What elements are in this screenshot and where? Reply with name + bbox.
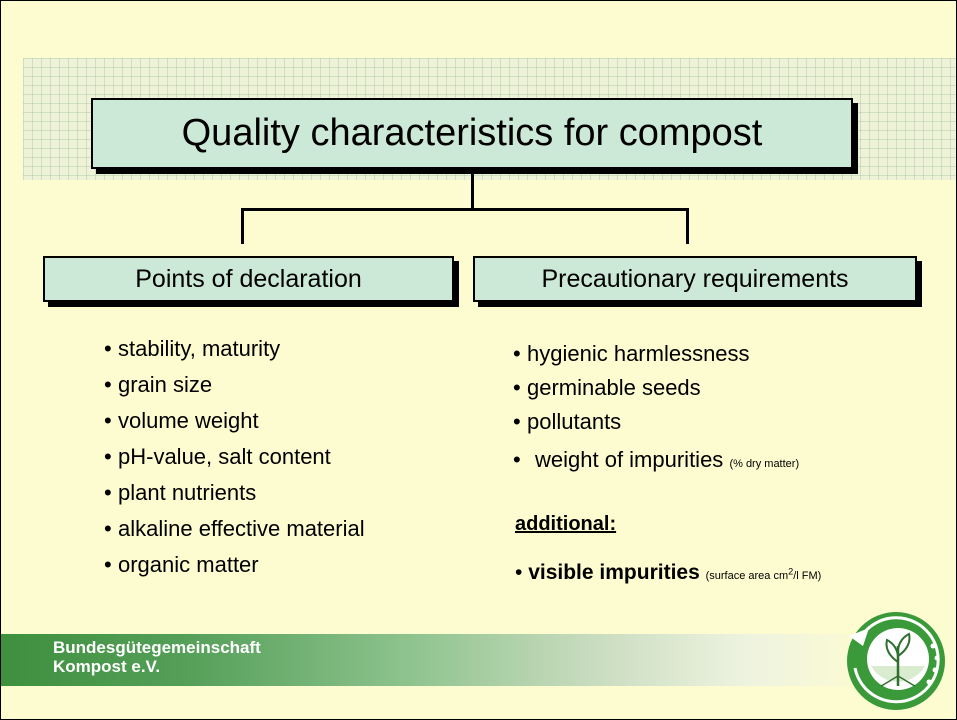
organization-line-2: Kompost e.V.: [53, 657, 161, 676]
bullet: •: [104, 372, 112, 397]
additional-heading: additional:: [515, 513, 617, 535]
precautionary-list: •hygienic harmlessness •germinable seeds…: [513, 340, 799, 480]
item-text: pollutants: [527, 409, 622, 434]
visible-impurities-note: (surface area cm2/l FM): [705, 566, 822, 582]
visible-impurities-text: visible impurities: [528, 561, 700, 584]
declaration-list: •stability, maturity •grain size •volume…: [104, 335, 365, 587]
bullet: •: [513, 341, 521, 366]
bullet: •: [104, 336, 112, 361]
item-text: volume weight: [118, 408, 259, 433]
item-text: germinable seeds: [527, 375, 701, 400]
note-suffix: /l FM): [793, 570, 822, 582]
list-item: •grain size: [104, 371, 365, 407]
list-item: •pH-value, salt content: [104, 443, 365, 479]
bullet: •: [513, 447, 521, 472]
list-item: •organic matter: [104, 551, 365, 587]
list-item: •plant nutrients: [104, 479, 365, 515]
connector-horizontal: [241, 208, 689, 211]
connector-right-drop: [686, 208, 689, 244]
list-item: • weight of impurities (% dry matter): [513, 446, 799, 480]
bullet: •: [515, 561, 523, 584]
list-item: •pollutants: [513, 408, 799, 442]
points-of-declaration-box: Points of declaration: [43, 256, 454, 302]
bullet: •: [104, 444, 112, 469]
bullet: •: [513, 409, 521, 434]
title-text: Quality characteristics for compost: [181, 112, 763, 154]
title-box: Quality characteristics for compost: [91, 98, 853, 169]
item-text: grain size: [118, 372, 213, 397]
item-text: pH-value, salt content: [118, 444, 331, 469]
bullet: •: [513, 375, 521, 400]
bullet: •: [104, 480, 112, 505]
list-item: •germinable seeds: [513, 374, 799, 408]
item-text: weight of impurities: [535, 447, 724, 472]
points-of-declaration-label: Points of declaration: [135, 264, 362, 293]
note-superscript: 2: [788, 566, 794, 577]
footer-gradient-bar: [1, 634, 956, 686]
precautionary-requirements-label: Precautionary requirements: [541, 264, 849, 293]
list-item: •alkaline effective material: [104, 515, 365, 551]
item-note: (% dry matter): [729, 458, 800, 470]
item-text: stability, maturity: [118, 336, 281, 361]
organization-name: Bundesgütegemeinschaft Kompost e.V.: [53, 638, 261, 676]
note-prefix: (surface area cm: [705, 570, 789, 582]
precautionary-requirements-box: Precautionary requirements: [473, 256, 917, 302]
item-text: hygienic harmlessness: [527, 341, 750, 366]
item-text: organic matter: [118, 552, 259, 577]
compost-logo-icon: [847, 612, 945, 710]
visible-impurities-item: • visible impurities (surface area cm2/l…: [515, 561, 821, 585]
list-item: •stability, maturity: [104, 335, 365, 371]
bullet: •: [104, 552, 112, 577]
bullet: •: [104, 516, 112, 541]
bullet: •: [104, 408, 112, 433]
list-item: •volume weight: [104, 407, 365, 443]
item-text: alkaline effective material: [118, 516, 365, 541]
connector-trunk: [471, 167, 474, 210]
item-text: plant nutrients: [118, 480, 257, 505]
connector-left-drop: [241, 208, 244, 244]
organization-line-1: Bundesgütegemeinschaft: [53, 638, 261, 657]
list-item: •hygienic harmlessness: [513, 340, 799, 374]
